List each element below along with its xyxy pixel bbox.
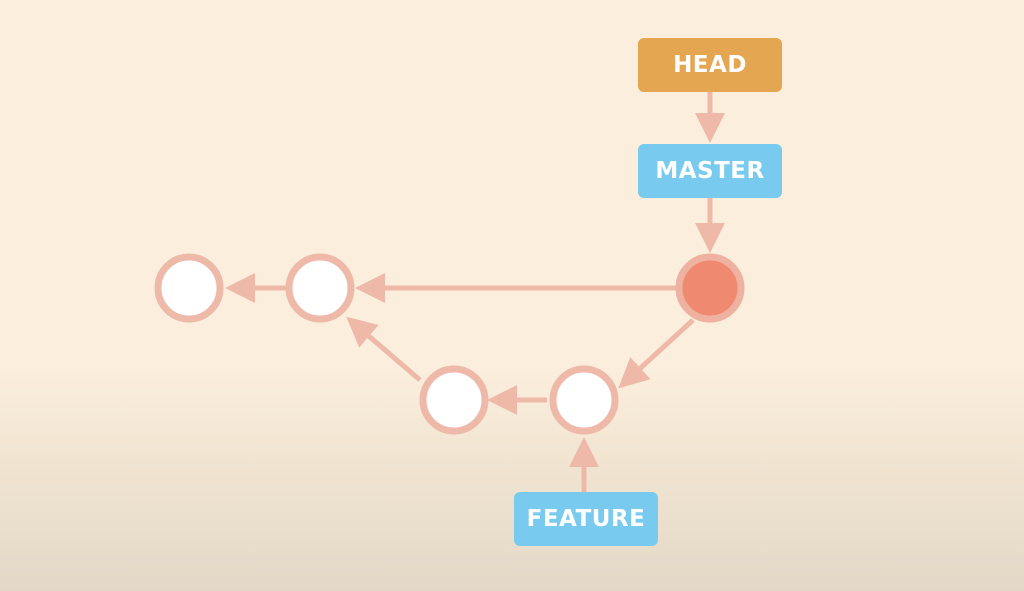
arrow-commit-4-to-commit-2	[346, 316, 422, 382]
head-label: HEAD	[638, 38, 782, 92]
arrow-commit-3-to-commit-5	[618, 318, 695, 389]
master-branch-label: MASTER	[638, 144, 782, 198]
commit-5	[549, 365, 619, 435]
commit-4	[419, 365, 489, 435]
commit-2	[285, 253, 355, 323]
feature-branch-label: FEATURE	[514, 492, 658, 546]
commit-3-current	[675, 253, 745, 323]
commit-1	[154, 253, 224, 323]
